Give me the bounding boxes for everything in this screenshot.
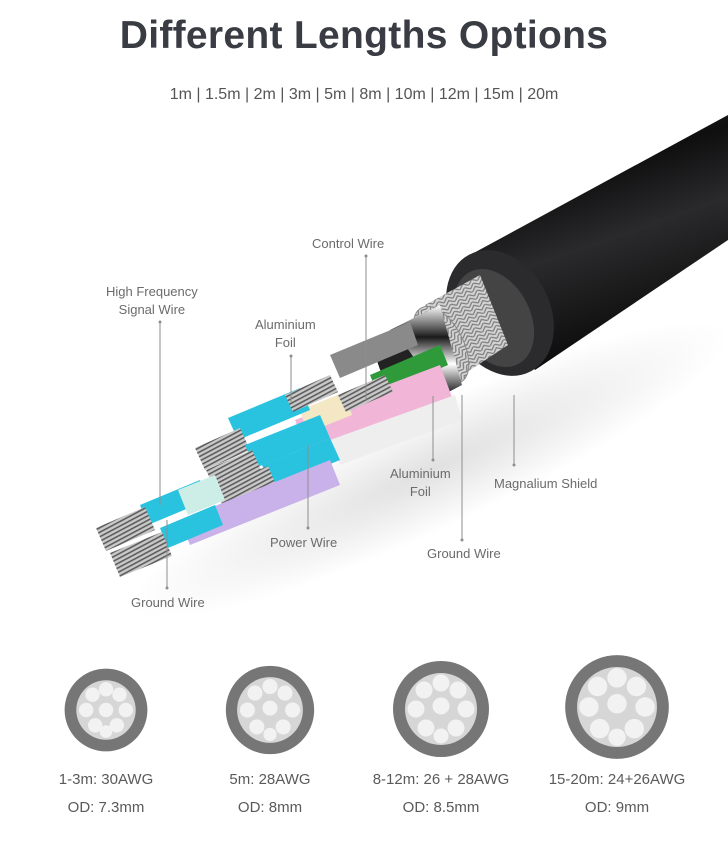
label-text-line2: Signal Wire — [118, 302, 186, 317]
label-aluminium-foil-top: Aluminium Foil — [255, 316, 316, 352]
label-text: Magnalium Shield — [494, 476, 598, 491]
wire-cross-section-icon — [565, 655, 669, 759]
inner-conductors — [96, 322, 462, 577]
label-text-line1: Aluminium — [255, 317, 316, 332]
gauge-option-4: 15-20m: 24+26AWG OD: 9mm — [532, 645, 702, 816]
label-text-line1: High Frequency — [106, 284, 198, 299]
page-title: Different Lengths Options — [119, 14, 609, 57]
label-magnalium-shield: Magnalium Shield — [494, 475, 597, 493]
label-high-frequency-signal-wire: High Frequency Signal Wire — [106, 283, 198, 319]
label-text: Power Wire — [270, 535, 338, 550]
label-aluminium-foil-bottom: Aluminium Foil — [390, 465, 451, 501]
label-ground-wire-left: Ground Wire — [131, 594, 205, 612]
length-options: 1m | 1.5m | 2m | 3m | 5m | 8m | 10m | 12… — [169, 86, 559, 103]
label-ground-wire-right: Ground Wire — [427, 545, 501, 563]
label-text: Ground Wire — [131, 595, 205, 610]
gauge-od: OD: 9mm — [584, 799, 650, 816]
gauge-od: OD: 8mm — [237, 799, 303, 816]
gauge-option-1: 1-3m: 30AWG OD: 7.3mm — [21, 645, 191, 816]
label-text-line2: Foil — [409, 484, 431, 499]
gauge-option-3: 8-12m: 26 + 28AWG OD: 8.5mm — [356, 645, 526, 816]
gauge-od: OD: 7.3mm — [67, 799, 145, 816]
leader-lines — [159, 256, 515, 588]
gauge-od: OD: 8.5mm — [402, 799, 480, 816]
gauge-spec: 5m: 28AWG — [229, 771, 311, 788]
wire-cross-section-icon — [225, 665, 315, 755]
cable-cross-section-illustration — [96, 115, 728, 620]
label-power-wire: Power Wire — [270, 534, 337, 552]
gauge-option-2: 5m: 28AWG OD: 8mm — [185, 645, 355, 816]
label-text: Ground Wire — [427, 546, 501, 561]
label-text-line2: Foil — [274, 335, 296, 350]
label-text-line1: Aluminium — [390, 466, 451, 481]
label-control-wire: Control Wire — [312, 235, 384, 253]
gauge-spec: 15-20m: 24+26AWG — [548, 771, 686, 788]
gauge-spec: 8-12m: 26 + 28AWG — [372, 771, 510, 788]
label-text: Control Wire — [312, 236, 385, 251]
gauge-spec: 1-3m: 30AWG — [58, 771, 154, 788]
wire-cross-section-icon — [64, 668, 148, 752]
wire-cross-section-icon — [393, 661, 489, 757]
